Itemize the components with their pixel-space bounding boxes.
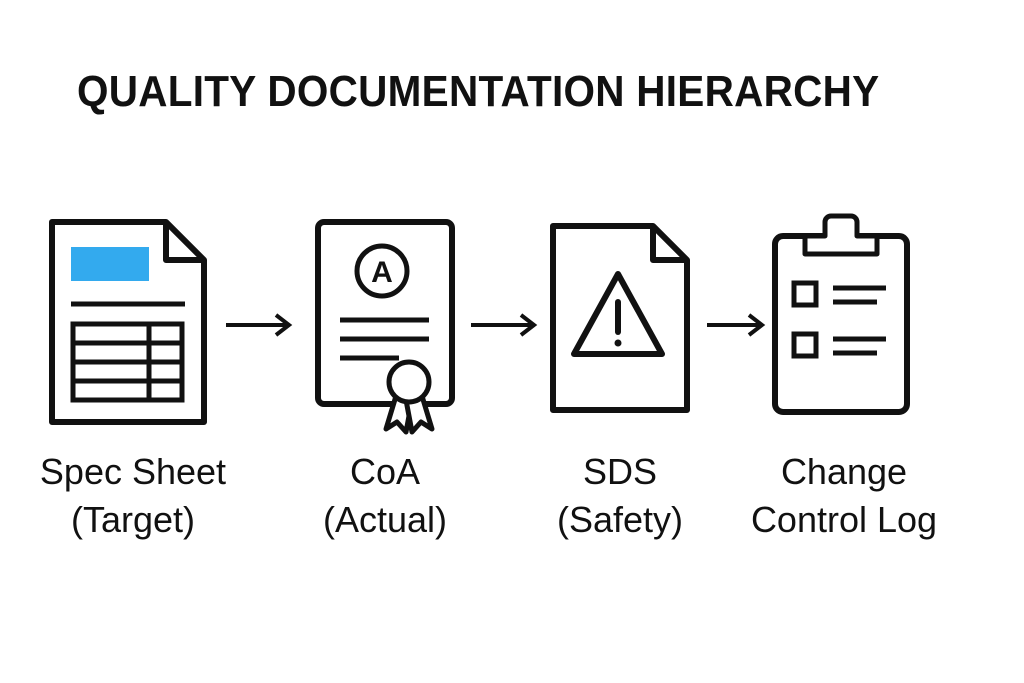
arrow-right-icon — [469, 312, 539, 338]
spec-sheet-document-icon — [48, 218, 208, 426]
step-label-line1: Change — [780, 451, 908, 492]
step-label-line2: Control Log — [750, 499, 938, 540]
svg-text:A: A — [371, 256, 393, 289]
clipboard-checklist-icon — [771, 213, 911, 416]
diagram-title: QUALITY DOCUMENTATION HIERARCHY — [77, 67, 880, 116]
step-label-sds: SDS (Safety) — [535, 448, 705, 544]
certificate-of-analysis-icon: A — [314, 218, 456, 435]
step-label-line1: Spec Sheet — [39, 451, 227, 492]
arrow-right-icon — [224, 312, 294, 338]
step-label-coa: CoA (Actual) — [300, 448, 470, 544]
step-label-line2: (Safety) — [556, 499, 684, 540]
step-label-line2: (Target) — [70, 499, 196, 540]
step-label-line2: (Actual) — [322, 499, 448, 540]
step-label-change-control-log: Change Control Log — [738, 448, 950, 544]
arrow-right-icon — [705, 312, 767, 338]
step-label-spec-sheet: Spec Sheet (Target) — [28, 448, 238, 544]
safety-data-sheet-warning-icon — [549, 222, 691, 414]
step-label-line1: SDS — [582, 451, 658, 492]
step-label-line1: CoA — [349, 451, 421, 492]
